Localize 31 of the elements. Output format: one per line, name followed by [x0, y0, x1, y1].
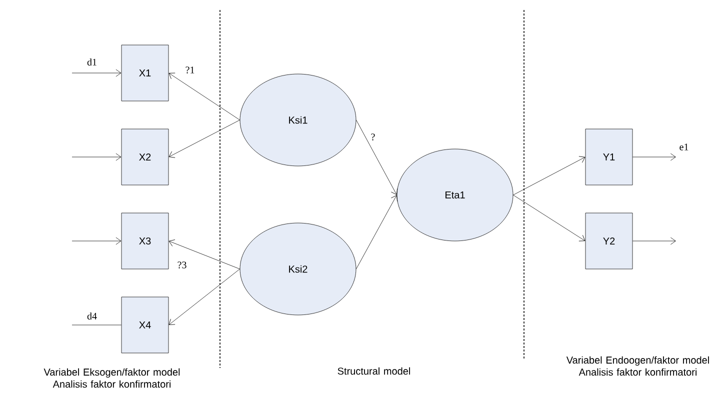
- variable-box: X1: [121, 44, 169, 102]
- edge-label: ?3: [176, 260, 188, 270]
- arrow: [356, 195, 398, 270]
- edge-label: d4: [86, 311, 98, 320]
- variable-box: X3: [121, 212, 169, 270]
- arrow: [72, 69, 122, 77]
- ellipse-node: Ksi1: [240, 74, 356, 166]
- arrow: [513, 194, 586, 242]
- arrow: [356, 120, 398, 195]
- caption-text: Variabel Endoogen/faktor model Analisis faktor konfirmatori: [566, 356, 709, 376]
- arrow: [632, 153, 676, 161]
- ellipse-node: Eta1: [396, 148, 514, 242]
- caption-text: Variabel Eksogen/faktor model Analisis faktor konfirmatori: [44, 368, 180, 388]
- edge-label: ?: [370, 132, 376, 142]
- arrow: [168, 72, 240, 120]
- variable-box: Y2: [585, 212, 633, 270]
- arrow: [168, 120, 240, 158]
- variable-box: Y1: [585, 128, 633, 186]
- edge-label: e1: [678, 142, 690, 152]
- arrow: [168, 240, 240, 270]
- caption-text: Structural model: [338, 367, 410, 375]
- arrow: [513, 156, 586, 196]
- edge-label: d1: [86, 57, 98, 66]
- variable-box: X4: [121, 296, 169, 354]
- ellipse-node: Ksi2: [240, 222, 356, 316]
- variable-box: X2: [121, 128, 169, 186]
- arrow: [72, 237, 122, 245]
- arrow: [632, 237, 676, 245]
- arrow: [168, 268, 240, 325]
- edge-label: ?1: [184, 66, 196, 74]
- arrow: [72, 153, 122, 161]
